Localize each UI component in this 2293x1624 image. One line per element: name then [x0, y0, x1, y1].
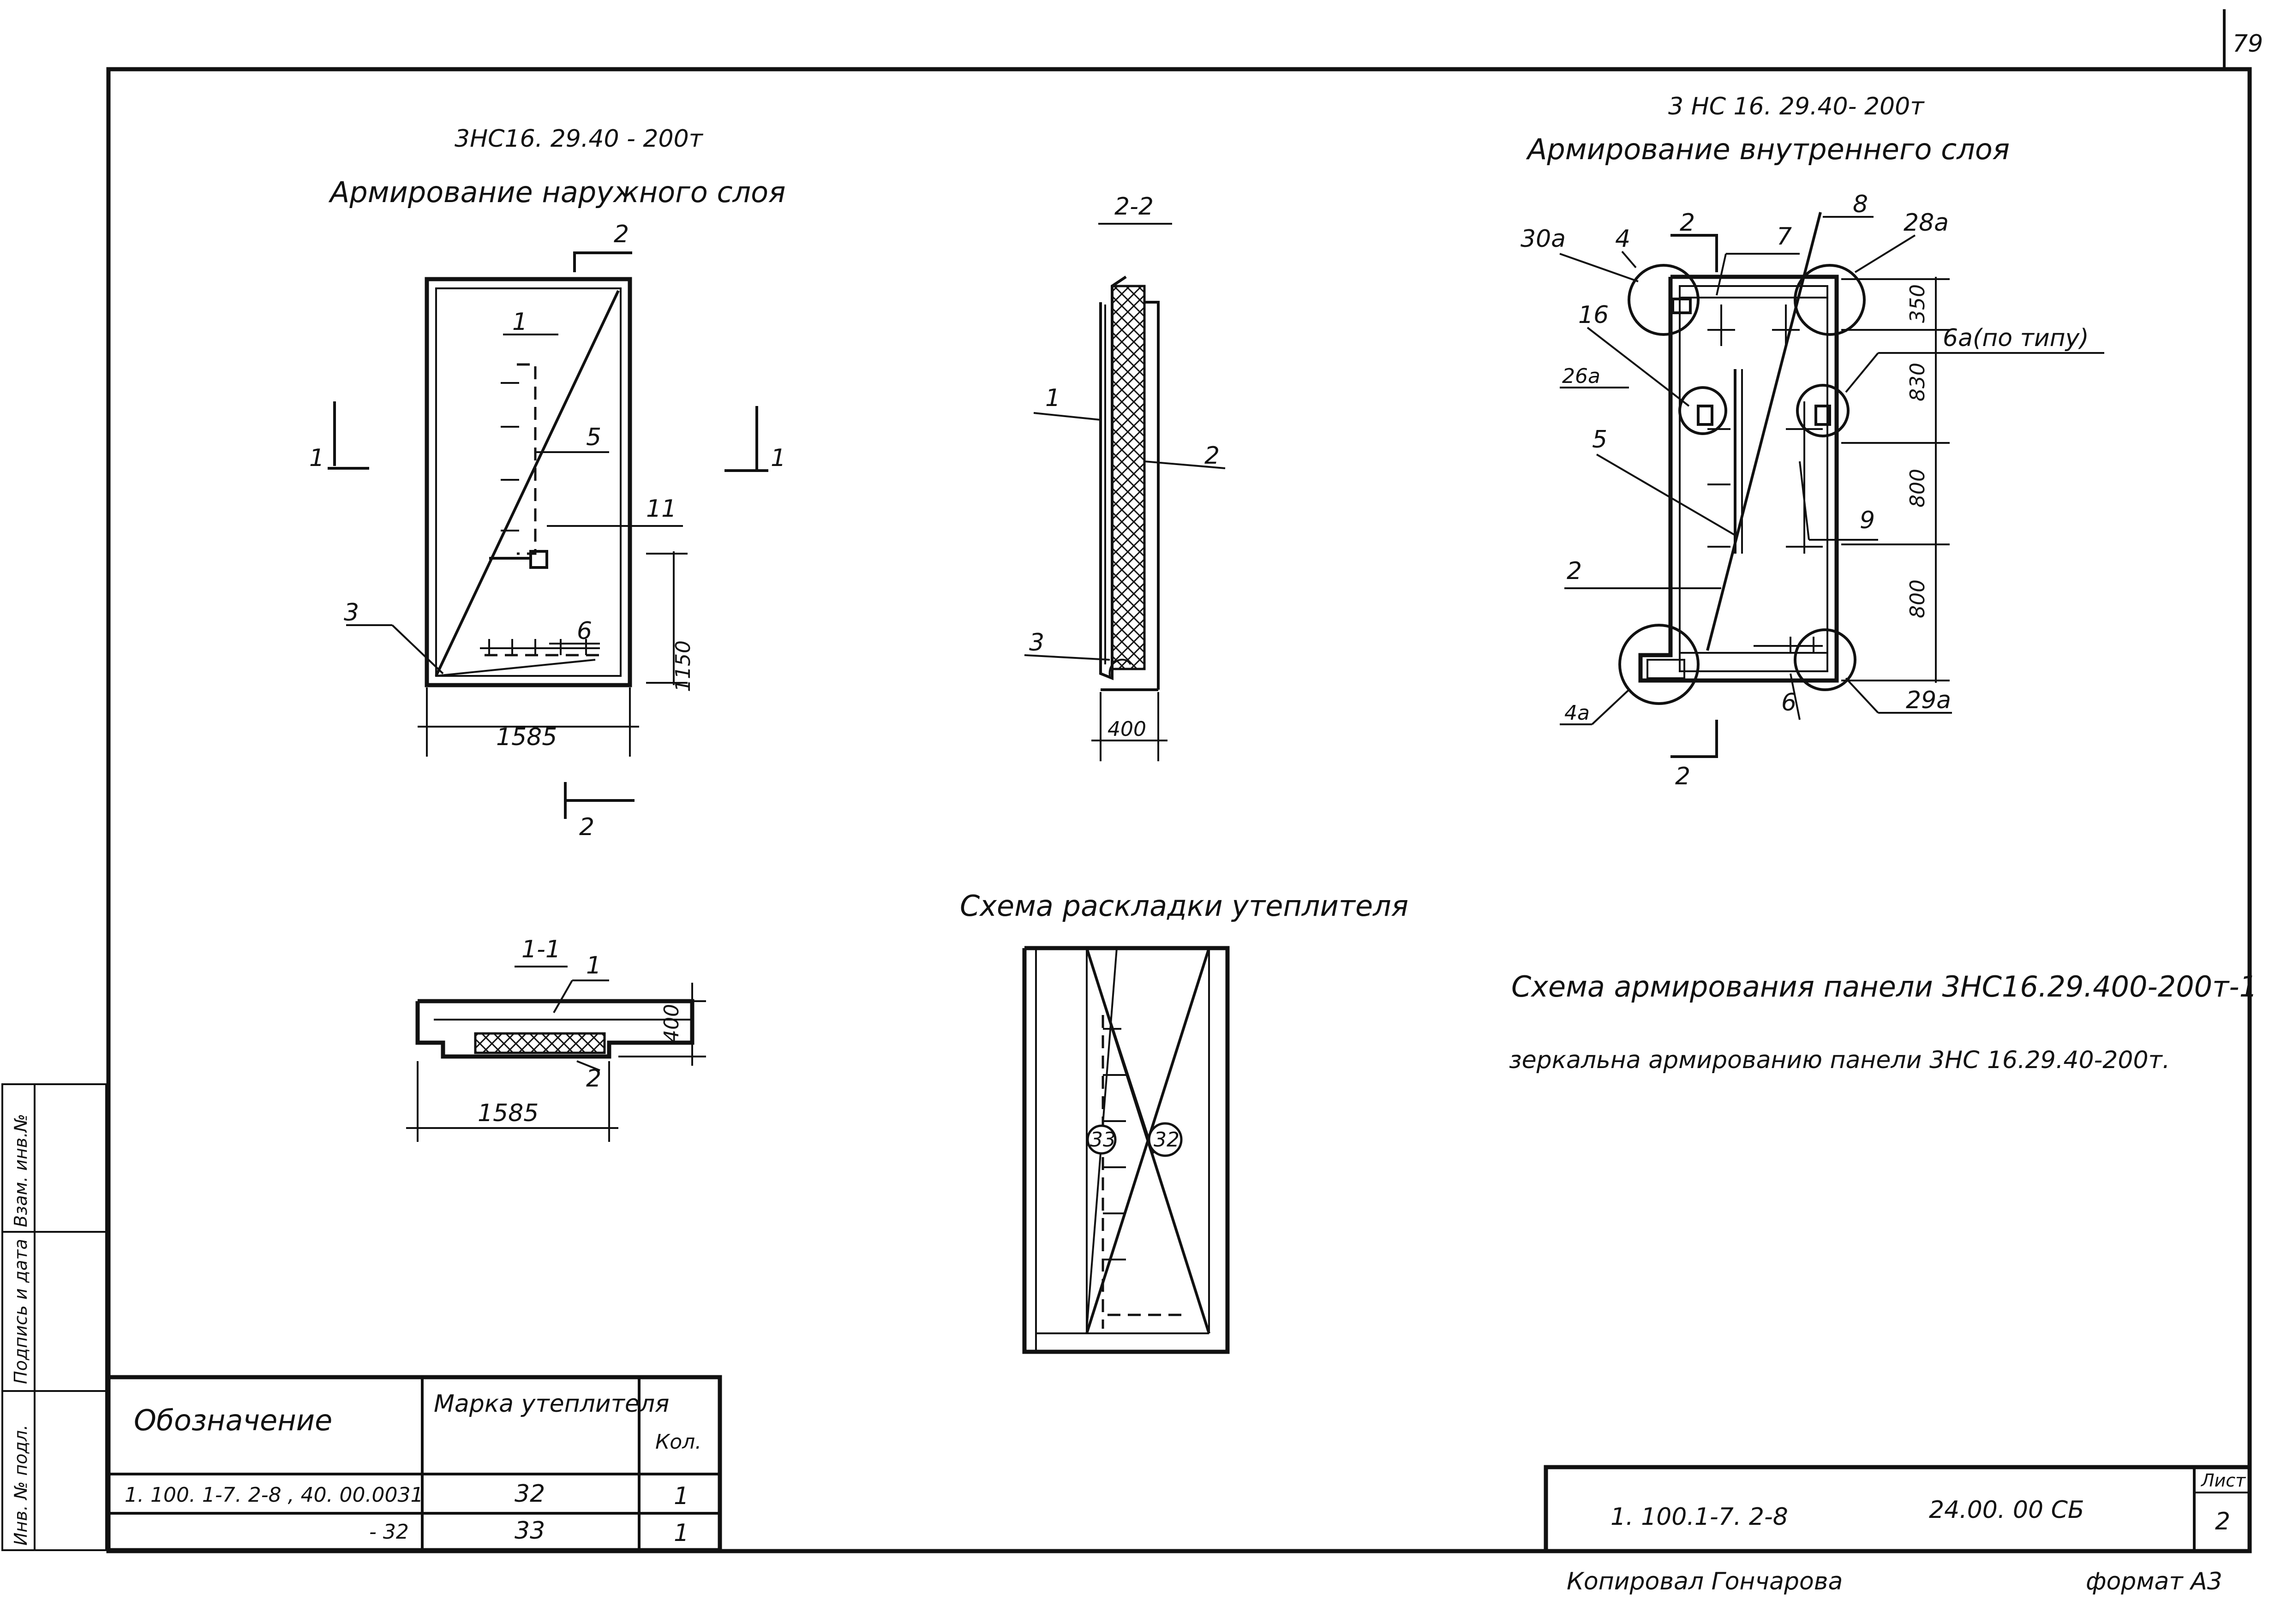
- spec-table: Обозначение Марка утеплителя Кол. 1. 100…: [106, 1375, 722, 1552]
- inner-dim-800a: 800: [1906, 469, 1929, 508]
- title-block: 1. 100.1-7. 2-8 24.00. 00 СБ Лист 2: [1544, 1465, 2252, 1553]
- sheet-number: 79: [2233, 30, 2263, 58]
- spec-row2-mark: 33: [515, 1517, 545, 1545]
- spec-header-mark: Марка утеплителя: [434, 1390, 669, 1418]
- inner-label-30a: 30а: [1521, 225, 1566, 253]
- stamp-sign-date: Подпись и дата: [11, 1239, 31, 1384]
- section-2-2: 2-2 1 2 3 400: [1024, 193, 1226, 761]
- insulation-mark-33: 33: [1090, 1128, 1116, 1152]
- outer-section-2-bottom: 2: [579, 813, 594, 841]
- sheet-frame: 79: [106, 9, 2263, 1553]
- outer-section-1-left: 1: [309, 444, 324, 472]
- sec11-label-1: 1: [586, 952, 601, 979]
- note-line-2: зеркальна армированию панели 3НС 16.29.4…: [1509, 1046, 2170, 1074]
- spec-header-designation: Обозначение: [134, 1403, 332, 1437]
- outer-label-1: 1: [512, 308, 527, 336]
- title-sheet-label: Лист: [2200, 1470, 2246, 1491]
- inner-dim-830: 830: [1906, 363, 1929, 401]
- spec-row2-designation: - 32: [369, 1520, 409, 1544]
- title-series: 1. 100.1-7. 2-8: [1610, 1503, 1788, 1531]
- outer-section-1-right: 1: [771, 444, 786, 472]
- inner-label-29a: 29а: [1906, 687, 1951, 714]
- inner-section-2-bottom: 2: [1675, 763, 1690, 790]
- title-code: 24.00. 00 СБ: [1929, 1496, 2084, 1524]
- inner-view-mark: 3 НС 16. 29.40- 200т: [1668, 93, 1925, 120]
- stamp-inv-no: Инв. № подл.: [11, 1425, 31, 1546]
- left-stamp: Инв. № подл. Подпись и дата Взам. инв.№: [1, 1083, 107, 1551]
- spec-header-qty: Кол.: [655, 1430, 701, 1454]
- insulation-mark-32: 32: [1154, 1128, 1179, 1152]
- section-1-1-title: 1-1: [521, 936, 561, 963]
- spec-row1-designation: 1. 100. 1-7. 2-8 , 40. 00.0031: [125, 1483, 424, 1507]
- inner-label-16: 16: [1578, 301, 1609, 329]
- sec22-label-2: 2: [1204, 442, 1220, 470]
- outer-section-2-top: 2: [614, 221, 629, 248]
- section-2-2-title: 2-2: [1114, 193, 1154, 221]
- spec-row1-mark: 32: [515, 1480, 545, 1508]
- section-1-1: 1-1 1 2 400 1585: [406, 936, 706, 1142]
- outer-view-mark: 3НС16. 29.40 - 200т: [455, 125, 704, 153]
- inner-layer-view: 3 НС 16. 29.40- 200т Армирование внутрен…: [1521, 93, 2104, 790]
- insulation-title: Схема раскладки утеплителя: [960, 889, 1408, 923]
- spec-row1-qty: 1: [674, 1482, 689, 1510]
- outer-dim-width: 1585: [496, 723, 557, 751]
- stamp-replace-inv: Взам. инв.№: [11, 1114, 31, 1227]
- mirror-note: Схема армирования панели 3НС16.29.400-20…: [1509, 970, 2257, 1074]
- sec11-dim-thickness: 400: [660, 1004, 683, 1043]
- inner-dim-350: 350: [1906, 284, 1929, 323]
- inner-label-7: 7: [1777, 223, 1792, 251]
- sec22-label-1: 1: [1045, 384, 1060, 412]
- inner-section-2-top: 2: [1680, 209, 1695, 237]
- footer-format: формат А3: [2086, 1568, 2222, 1595]
- outer-view-title: Армирование наружного слоя: [328, 175, 785, 209]
- inner-label-4a: 4а: [1564, 701, 1590, 725]
- outer-label-3: 3: [344, 599, 359, 627]
- outer-label-11: 11: [646, 495, 677, 523]
- outer-layer-view: 3НС16. 29.40 - 200т Армирование наружног…: [309, 125, 786, 841]
- inner-label-6a: 6а(по типу): [1943, 324, 2089, 352]
- footer-copied: Копировал Гончарова: [1567, 1568, 1843, 1595]
- sec22-label-3: 3: [1029, 629, 1044, 657]
- sec22-dim: 400: [1108, 717, 1146, 741]
- inner-label-4: 4: [1615, 225, 1630, 253]
- inner-label-9: 9: [1860, 507, 1875, 534]
- title-sheet-no: 2: [2215, 1508, 2230, 1535]
- inner-dim-800b: 800: [1906, 579, 1929, 618]
- outer-label-5: 5: [586, 424, 601, 451]
- sec11-label-2: 2: [586, 1065, 601, 1093]
- inner-label-2: 2: [1567, 557, 1582, 585]
- inner-label-8: 8: [1853, 191, 1868, 218]
- inner-label-5: 5: [1592, 426, 1607, 454]
- outer-dim-height: 1150: [671, 640, 695, 692]
- inner-label-26a: 26а: [1562, 364, 1600, 388]
- inner-view-title: Армирование внутреннего слоя: [1526, 132, 2010, 166]
- note-line-1: Схема армирования панели 3НС16.29.400-20…: [1511, 970, 2257, 1003]
- outer-label-6: 6: [577, 617, 592, 645]
- footer: Копировал Гончарова формат А3: [1567, 1568, 2222, 1595]
- spec-row2-qty: 1: [674, 1519, 689, 1547]
- insulation-layout: Схема раскладки утеплителя 33 32: [960, 889, 1408, 1354]
- inner-label-28a: 28а: [1904, 209, 1949, 237]
- sec11-dim-width: 1585: [478, 1099, 539, 1127]
